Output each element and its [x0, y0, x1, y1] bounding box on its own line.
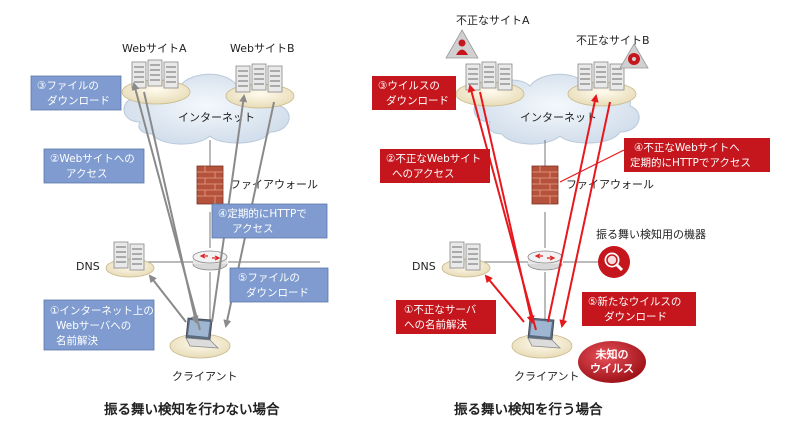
- dns-label-right: DNS: [412, 260, 436, 273]
- svg-text:ダウンロード: ダウンロード: [386, 94, 449, 107]
- dns-server: [105, 241, 155, 278]
- svg-text:未知の: 未知の: [595, 347, 629, 361]
- malicious-site-b-label: 不正なサイトB: [576, 34, 650, 47]
- callout-periodic-access: ④不正なWebサイトへ 定期的にHTTPでアクセス: [624, 138, 770, 172]
- svg-text:③ウイルスの: ③ウイルスの: [378, 80, 440, 92]
- svg-text:Webサーバへの: Webサーバへの: [56, 320, 131, 332]
- svg-text:名前解決: 名前解決: [56, 334, 98, 347]
- network-lines: [140, 140, 320, 320]
- svg-text:ウイルス: ウイルス: [590, 362, 634, 375]
- malicious-site-b-server: [568, 62, 636, 106]
- magnifier-icon: [598, 246, 630, 278]
- right-diagram: インターネット 不正なサイトA 不正なサイトB ファイアウォール: [372, 14, 770, 418]
- callout-periodic-http: ④定期的にHTTPで アクセス: [211, 203, 328, 239]
- svg-text:アクセス: アクセス: [66, 168, 107, 180]
- dns-server-right: [441, 241, 491, 278]
- detector-label: 振る舞い検知用の機器: [596, 227, 706, 241]
- svg-text:定期的にHTTPでアクセス: 定期的にHTTPでアクセス: [630, 156, 751, 169]
- svg-text:③ファイルの: ③ファイルの: [37, 80, 99, 92]
- svg-text:④不正なWebサイトへ: ④不正なWebサイトへ: [634, 142, 740, 154]
- right-caption: 振る舞い検知を行う場合: [454, 401, 603, 418]
- warning-person-icon: [445, 29, 479, 59]
- router-icon-right: [527, 250, 563, 271]
- firewall-label: ファイアウォール: [230, 178, 318, 191]
- left-caption: 振る舞い検知を行わない場合: [104, 401, 280, 418]
- callout-file-download: ③ファイルの ダウンロード: [30, 75, 122, 111]
- callout-website-access: ②Webサイトへの アクセス: [43, 148, 145, 184]
- unknown-virus-badge: 未知の ウイルス: [578, 341, 646, 383]
- web-site-b-label: WebサイトB: [230, 42, 295, 55]
- svg-text:②Webサイトへの: ②Webサイトへの: [50, 153, 135, 165]
- internet-label-right: インターネット: [520, 111, 597, 124]
- right-arrows: [467, 84, 611, 331]
- callout-leader-line: [559, 149, 625, 183]
- client-label-right: クライアント: [514, 370, 580, 383]
- callout-name-resolution: ①インターネット上の Webサーバへの 名前解決: [43, 299, 155, 351]
- internet-label: インターネット: [178, 111, 255, 124]
- firewall-label-right: ファイアウォール: [566, 178, 654, 191]
- firewall-icon: [196, 165, 224, 205]
- firewall-icon-right: [531, 165, 559, 205]
- dns-label: DNS: [76, 260, 100, 273]
- malicious-site-a-label: 不正なサイトA: [456, 14, 530, 27]
- svg-text:②不正なWebサイト: ②不正なWebサイト: [386, 153, 481, 165]
- svg-text:ダウンロード: ダウンロード: [246, 286, 309, 299]
- left-diagram: インターネット WebサイトA WebサイトB ファイアウォール DNS: [30, 42, 329, 418]
- svg-text:ダウンロード: ダウンロード: [47, 94, 110, 107]
- callout-malicious-access: ②不正なWebサイト へのアクセス: [380, 149, 490, 183]
- biohazard-warning-icon: [619, 43, 649, 69]
- web-site-a-server: [122, 60, 190, 104]
- web-site-b-server: [226, 64, 294, 108]
- callout-second-download: ⑤ファイルの ダウンロード: [229, 267, 329, 303]
- svg-text:ダウンロード: ダウンロード: [604, 310, 667, 323]
- svg-text:⑤新たなウイルスの: ⑤新たなウイルスの: [588, 295, 681, 308]
- web-site-a-label: WebサイトA: [122, 42, 187, 55]
- svg-text:アクセス: アクセス: [232, 223, 273, 235]
- svg-text:⑤ファイルの: ⑤ファイルの: [238, 272, 300, 284]
- svg-text:へのアクセス: へのアクセス: [392, 168, 454, 180]
- callout-virus-download: ③ウイルスの ダウンロード: [372, 76, 456, 110]
- client-laptop: [169, 317, 231, 359]
- svg-text:①不正なサーバ: ①不正なサーバ: [404, 304, 477, 316]
- client-label: クライアント: [172, 370, 238, 383]
- callout-malicious-resolution: ①不正なサーバ への名前解決: [396, 300, 496, 334]
- svg-text:への名前解決: への名前解決: [404, 318, 467, 331]
- svg-text:①インターネット上の: ①インターネット上の: [50, 305, 154, 317]
- client-laptop-right: [511, 317, 573, 359]
- svg-text:④定期的にHTTPで: ④定期的にHTTPで: [218, 207, 307, 220]
- network-lines-right: [476, 140, 604, 320]
- callout-new-virus-download: ⑤新たなウイルスの ダウンロード: [582, 292, 696, 326]
